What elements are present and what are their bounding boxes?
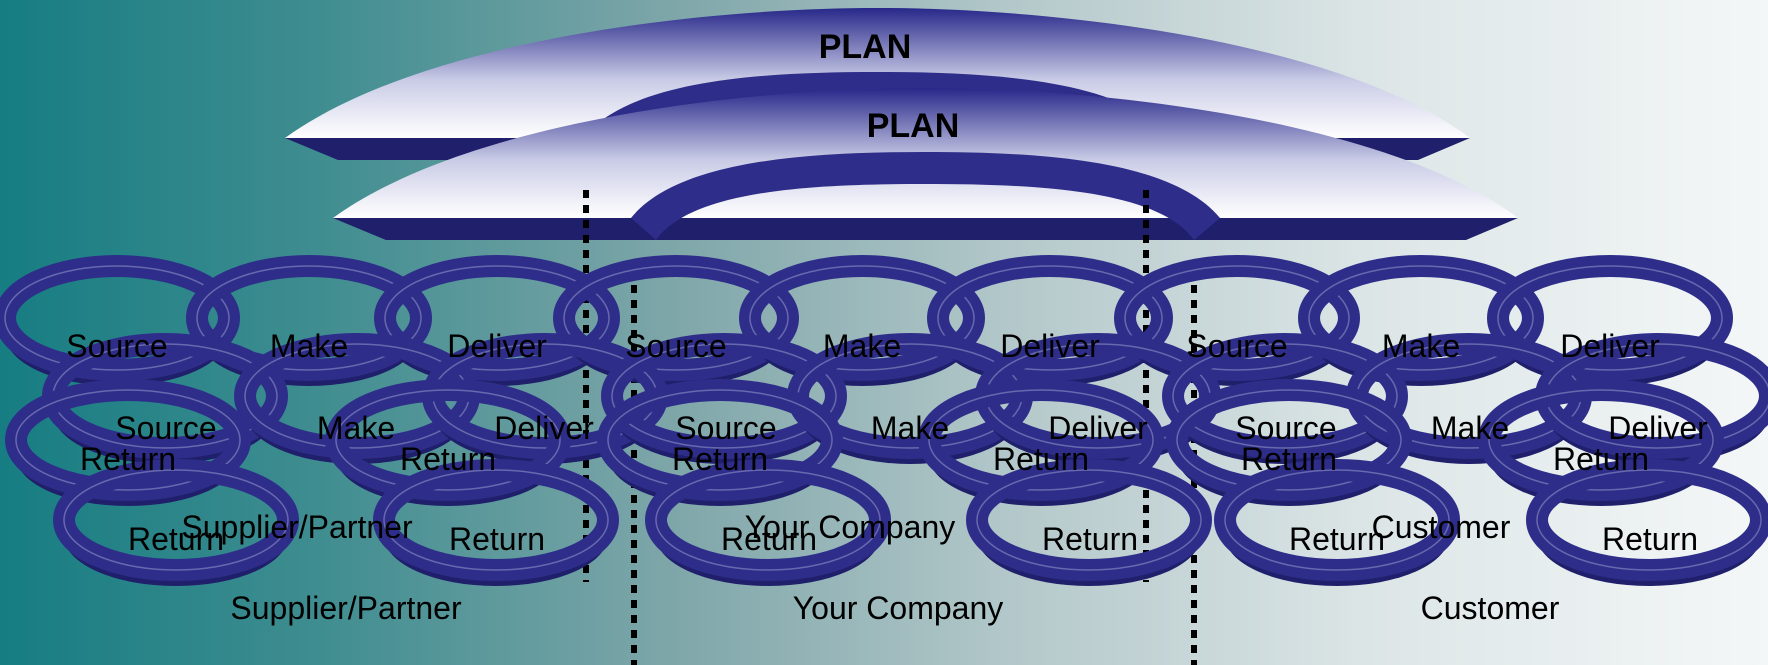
plan-band bbox=[333, 218, 1518, 240]
ring-highlight bbox=[15, 389, 241, 491]
ring-highlight bbox=[607, 389, 833, 491]
ring-highlight bbox=[655, 469, 881, 571]
mid-make-label-2: Make bbox=[870, 410, 950, 446]
return-ring bbox=[1526, 459, 1768, 586]
mid-source-label-3: Source bbox=[1235, 410, 1337, 446]
return-ring bbox=[53, 459, 299, 586]
return-front-label-6: Return bbox=[1601, 521, 1699, 557]
return-label-5: Return bbox=[1240, 441, 1338, 477]
ring-highlight bbox=[928, 389, 1154, 491]
return-label-3: Return bbox=[671, 441, 769, 477]
mid-make-label-3: Make bbox=[1430, 410, 1510, 446]
ring-highlight bbox=[976, 469, 1202, 571]
plan-arch bbox=[631, 152, 1220, 240]
back-make-label-2: Make bbox=[822, 328, 902, 364]
mid-deliver-label-2: Deliver bbox=[1048, 410, 1148, 446]
section-company-label-front: Your Company bbox=[792, 590, 1004, 626]
section-customer-label-front: Customer bbox=[1420, 590, 1560, 626]
ring-highlight bbox=[1124, 265, 1350, 371]
ring-highlight bbox=[383, 469, 609, 571]
back-deliver-label-3: Deliver bbox=[1560, 328, 1660, 364]
ring-highlight bbox=[4, 265, 230, 371]
ring-highlight bbox=[1308, 265, 1534, 371]
plan-label-front: PLAN bbox=[866, 107, 960, 145]
ring-highlight bbox=[611, 343, 837, 449]
back-make-label-1: Make bbox=[269, 328, 349, 364]
ring-highlight bbox=[384, 265, 610, 371]
ring-highlight bbox=[63, 469, 289, 571]
ring-highlight bbox=[196, 265, 422, 371]
mid-deliver-label-3: Deliver bbox=[1608, 410, 1708, 446]
return-ring bbox=[1214, 459, 1460, 586]
plan-domes bbox=[285, 8, 1518, 240]
ring-highlight bbox=[1488, 389, 1714, 491]
ring-highlight bbox=[1176, 389, 1402, 491]
ring-highlight bbox=[1536, 469, 1762, 571]
return-label-6: Return bbox=[1552, 441, 1650, 477]
mid-make-label-1: Make bbox=[316, 410, 396, 446]
back-deliver-label-2: Deliver bbox=[1000, 328, 1100, 364]
return-label-4: Return bbox=[992, 441, 1090, 477]
process-ring bbox=[601, 333, 847, 464]
back-deliver-label-1: Deliver bbox=[447, 328, 547, 364]
plan-label-back: PLAN bbox=[818, 28, 912, 66]
ring-highlight bbox=[335, 389, 561, 491]
section-supplier-label-back: Supplier/Partner bbox=[181, 509, 413, 545]
return-ring bbox=[373, 459, 619, 586]
back-make-label-3: Make bbox=[1381, 328, 1461, 364]
ring-highlight bbox=[1497, 265, 1723, 371]
mid-source-label-1: Source bbox=[115, 410, 217, 446]
section-company-label-back: Your Company bbox=[744, 509, 956, 545]
return-label-1: Return bbox=[79, 441, 177, 477]
section-customer-label-back: Customer bbox=[1371, 509, 1511, 545]
return-label-2: Return bbox=[399, 441, 497, 477]
return-front-label-1: Return bbox=[127, 521, 225, 557]
back-source-label-3: Source bbox=[1186, 328, 1288, 364]
back-source-label-2: Source bbox=[625, 328, 727, 364]
ring-highlight bbox=[749, 265, 975, 371]
return-front-label-2: Return bbox=[448, 521, 546, 557]
process-ring bbox=[1162, 333, 1408, 464]
return-front-label-5: Return bbox=[1288, 521, 1386, 557]
back-source-label-1: Source bbox=[66, 328, 168, 364]
return-front-label-4: Return bbox=[1041, 521, 1139, 557]
ring-highlight bbox=[563, 265, 789, 371]
section-supplier-label-front: Supplier/Partner bbox=[230, 590, 462, 626]
ring-highlight bbox=[937, 265, 1163, 371]
mid-deliver-label-1: Deliver bbox=[494, 410, 594, 446]
plan-dome-front bbox=[333, 88, 1518, 240]
ring-highlight bbox=[1224, 469, 1450, 571]
mid-source-label-2: Source bbox=[675, 410, 777, 446]
ring-highlight bbox=[1172, 343, 1398, 449]
return-ring bbox=[966, 459, 1212, 586]
return-ring bbox=[645, 459, 891, 586]
process-rings bbox=[0, 255, 1768, 586]
return-front-label-3: Return bbox=[720, 521, 818, 557]
